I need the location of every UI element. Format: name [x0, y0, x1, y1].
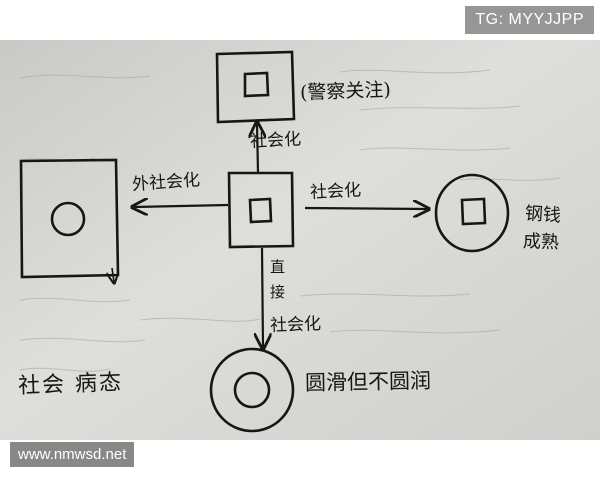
right-arrow — [304, 208, 427, 209]
bottom-left-watermark: www.nmwsd.net — [10, 442, 135, 467]
bottom-circle-node — [209, 347, 295, 433]
down-arrow-label-line1: 直 — [270, 258, 286, 276]
top-node-label: (警察关注) — [299, 78, 392, 104]
top-square-node — [215, 50, 296, 124]
left-arrow-label: 外社会化 — [131, 170, 201, 195]
left-node-small-arrow — [112, 267, 114, 282]
bottom-node-label: 圆滑但不圆润 — [304, 368, 432, 395]
down-arrow-label-line2: 接 — [270, 283, 286, 301]
center-square-node — [227, 171, 295, 249]
up-arrow-label: 社会化 — [249, 129, 302, 152]
right-node-label-line1: 钢钱 — [524, 203, 562, 227]
top-right-watermark: TG: MYYJJPP — [465, 6, 594, 34]
up-arrow — [257, 124, 258, 173]
notebook-photo — [0, 40, 600, 440]
right-node-label-line2: 成熟 — [522, 231, 560, 254]
down-arrow-label-line3: 社会化 — [269, 314, 322, 336]
paper-background — [0, 40, 600, 440]
left-arrow — [134, 205, 229, 207]
right-arrow-label: 社会化 — [309, 180, 362, 203]
faint-background-writing — [19, 69, 561, 372]
bottom-left-label: 社会 病态 — [17, 370, 124, 399]
down-arrow — [262, 247, 263, 347]
right-circle-node — [434, 173, 510, 253]
